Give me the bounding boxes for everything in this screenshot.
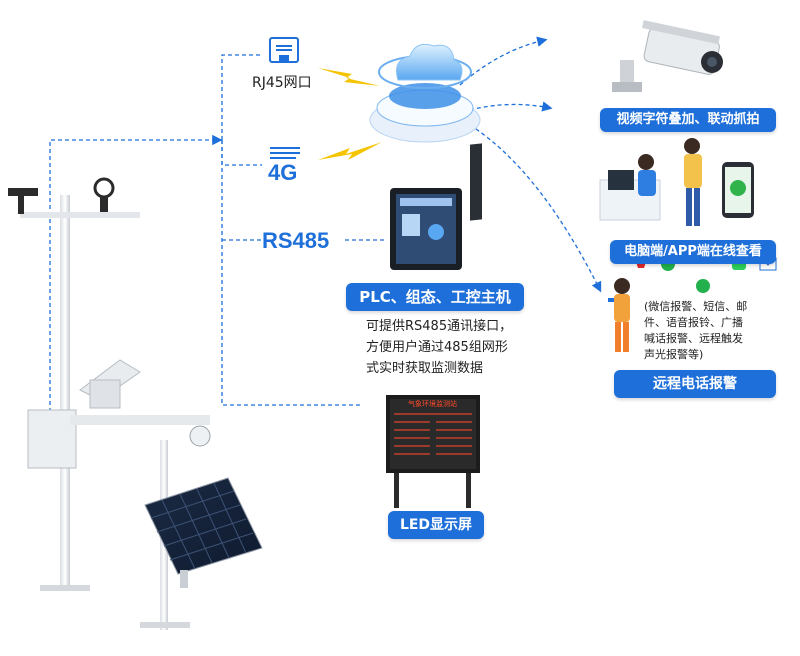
wire-rj45 xyxy=(221,54,262,140)
plc-description-line: 式实时获取监测数据 xyxy=(366,361,484,376)
camera-icon xyxy=(612,20,723,92)
rj45-label: RJ45网口 xyxy=(252,75,312,91)
wire-main-up xyxy=(49,134,223,440)
industrial-pc-icon xyxy=(390,143,482,270)
plc-label: PLC、组态、工控主机 xyxy=(346,283,524,311)
led-rows xyxy=(394,413,472,455)
solar-panel-icon xyxy=(144,477,263,588)
led-screen-title: 气象环境监测站 xyxy=(408,400,457,408)
plc-description: 可提供RS485通讯接口， 方便用户通过485组网形 式实时获取监测数据 xyxy=(366,316,512,379)
wire-cloud-pc xyxy=(469,101,553,112)
alarm-detail-line: 喊话报警、远程触发 xyxy=(644,332,743,345)
lightning-icon-2 xyxy=(318,142,382,160)
rs485-label: RS485 xyxy=(262,228,330,253)
wire-led xyxy=(221,140,360,406)
wire-cloud-alarm xyxy=(469,124,602,293)
lightning-icon-1 xyxy=(318,68,380,86)
plc-description-line: 方便用户通过485组网形 xyxy=(366,340,508,355)
alarm-person-icon xyxy=(608,278,630,352)
led-display-icon xyxy=(386,395,480,508)
alarm-detail-line: 件、语音报铃、广播 xyxy=(644,316,743,329)
anemometer-icon xyxy=(93,177,115,199)
rj45-icon xyxy=(269,37,299,63)
wechat-icon-2 xyxy=(696,279,710,293)
phone-alarm-label: 远程电话报警 xyxy=(614,370,776,398)
pc-and-phone-users-icon xyxy=(599,138,754,226)
camera-function-label: 视频字符叠加、联动抓拍 xyxy=(600,108,776,132)
wire-cloud-camera xyxy=(459,36,548,86)
pc-app-view-label: 电脑端/APP端在线查看 xyxy=(610,240,776,264)
alarm-detail-line: (微信报警、短信、邮 xyxy=(644,300,748,313)
cloud-platform-icon xyxy=(369,43,481,143)
signal-icon xyxy=(270,147,300,159)
alarm-details: (微信报警、短信、邮 件、语音报铃、广播 喊话报警、远程触发 声光报警等) xyxy=(644,299,747,363)
lightning-icons xyxy=(318,68,382,160)
alarm-detail-line: 声光报警等) xyxy=(644,348,704,361)
control-box-icon xyxy=(27,409,77,469)
dashed-wires xyxy=(49,36,602,440)
4g-label: 4G xyxy=(268,160,298,185)
wire-4g xyxy=(221,140,262,166)
led-label: LED显示屏 xyxy=(388,511,484,539)
plc-description-line: 可提供RS485通讯接口， xyxy=(366,319,513,334)
wind-vane-icon xyxy=(8,188,38,196)
